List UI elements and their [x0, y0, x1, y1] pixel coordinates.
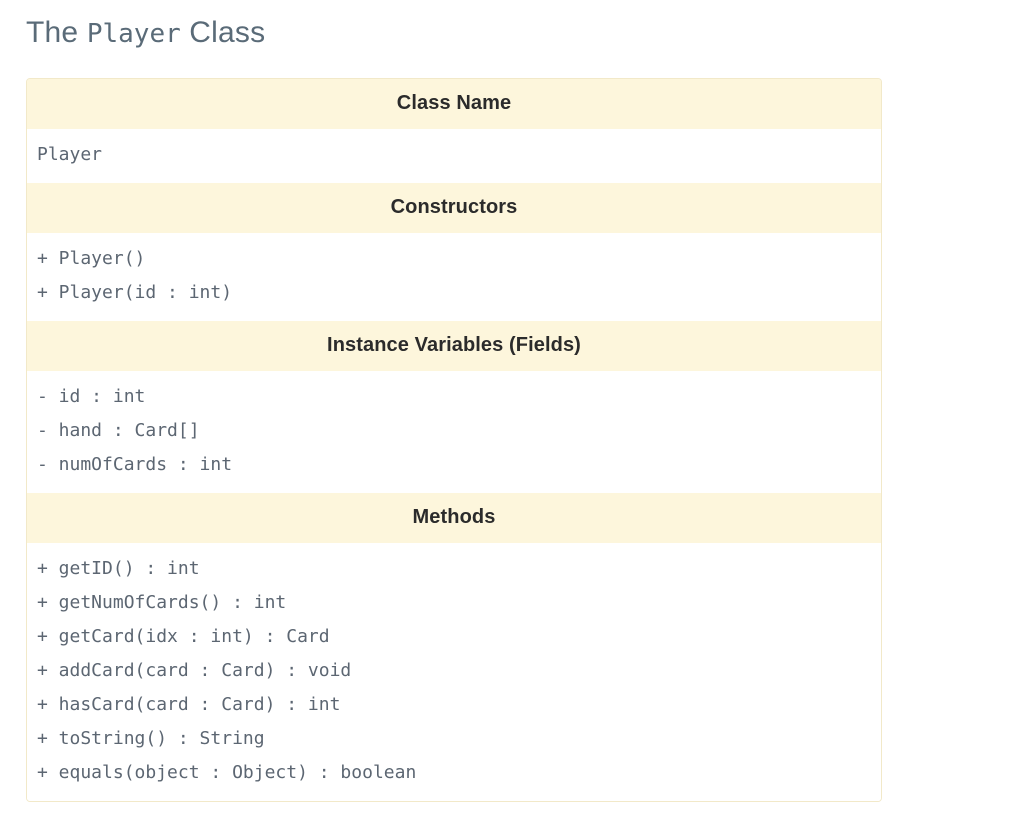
field-line: - id : int	[37, 386, 146, 407]
field-line: - numOfCards : int	[37, 454, 233, 475]
method-line: + getCard(idx : int) : Card	[37, 626, 330, 647]
constructor-line: + Player()	[37, 248, 146, 269]
section-body-class-name: Player	[27, 129, 881, 183]
class-name-line: Player	[37, 144, 103, 165]
section-header-constructors: Constructors	[27, 183, 881, 233]
section-body-instance-variables: - id : int - hand : Card[] - numOfCards …	[27, 371, 881, 493]
uml-class-table: Class Name Player Constructors + Player(…	[26, 78, 882, 802]
section-header-methods: Methods	[27, 493, 881, 543]
page-title-prefix: The	[26, 16, 87, 49]
constructor-line: + Player(id : int)	[37, 282, 233, 303]
method-line: + getID() : int	[37, 558, 200, 579]
method-line: + hasCard(card : Card) : int	[37, 694, 341, 715]
section-header-instance-variables: Instance Variables (Fields)	[27, 321, 881, 371]
page-title-code: Player	[86, 19, 181, 49]
section-header-class-name: Class Name	[27, 79, 881, 129]
method-line: + equals(object : Object) : boolean	[37, 762, 417, 783]
section-body-methods: + getID() : int + getNumOfCards() : int …	[27, 543, 881, 801]
method-line: + toString() : String	[37, 728, 265, 749]
page-title-suffix: Class	[180, 16, 266, 49]
page-title: The Player Class	[0, 0, 1024, 52]
method-line: + addCard(card : Card) : void	[37, 660, 352, 681]
section-body-constructors: + Player() + Player(id : int)	[27, 233, 881, 321]
field-line: - hand : Card[]	[37, 420, 200, 441]
method-line: + getNumOfCards() : int	[37, 592, 287, 613]
